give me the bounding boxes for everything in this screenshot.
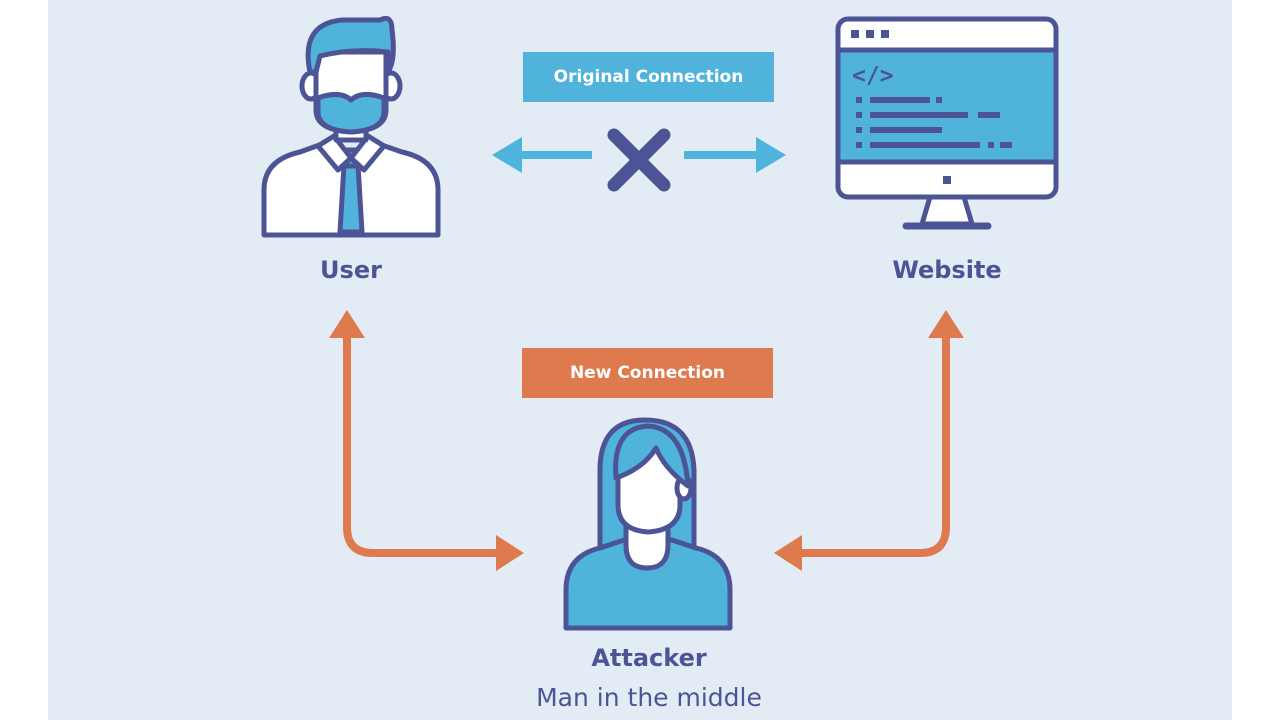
- user-avatar-icon: [261, 15, 441, 238]
- attacker-label: Attacker: [591, 644, 707, 672]
- attacker-sublabel: Man in the middle: [536, 683, 762, 712]
- original-connection-badge: Original Connection: [523, 52, 774, 102]
- new-connection-user-arrow: [329, 310, 524, 571]
- new-connection-label: New Connection: [569, 363, 726, 383]
- new-connection-website-arrow: [774, 310, 964, 571]
- original-connection-label: Original Connection: [553, 67, 744, 87]
- original-connection-left-arrow: [492, 137, 592, 173]
- user-label: User: [320, 256, 382, 284]
- attacker-avatar-icon: [563, 417, 733, 631]
- website-monitor-icon: </>: [835, 16, 1059, 230]
- new-connection-badge: New Connection: [522, 348, 773, 398]
- website-label: Website: [892, 256, 1002, 284]
- broken-connection-x-icon: [607, 128, 671, 192]
- svg-text:</>: </>: [852, 63, 894, 89]
- original-connection-right-arrow: [684, 137, 786, 173]
